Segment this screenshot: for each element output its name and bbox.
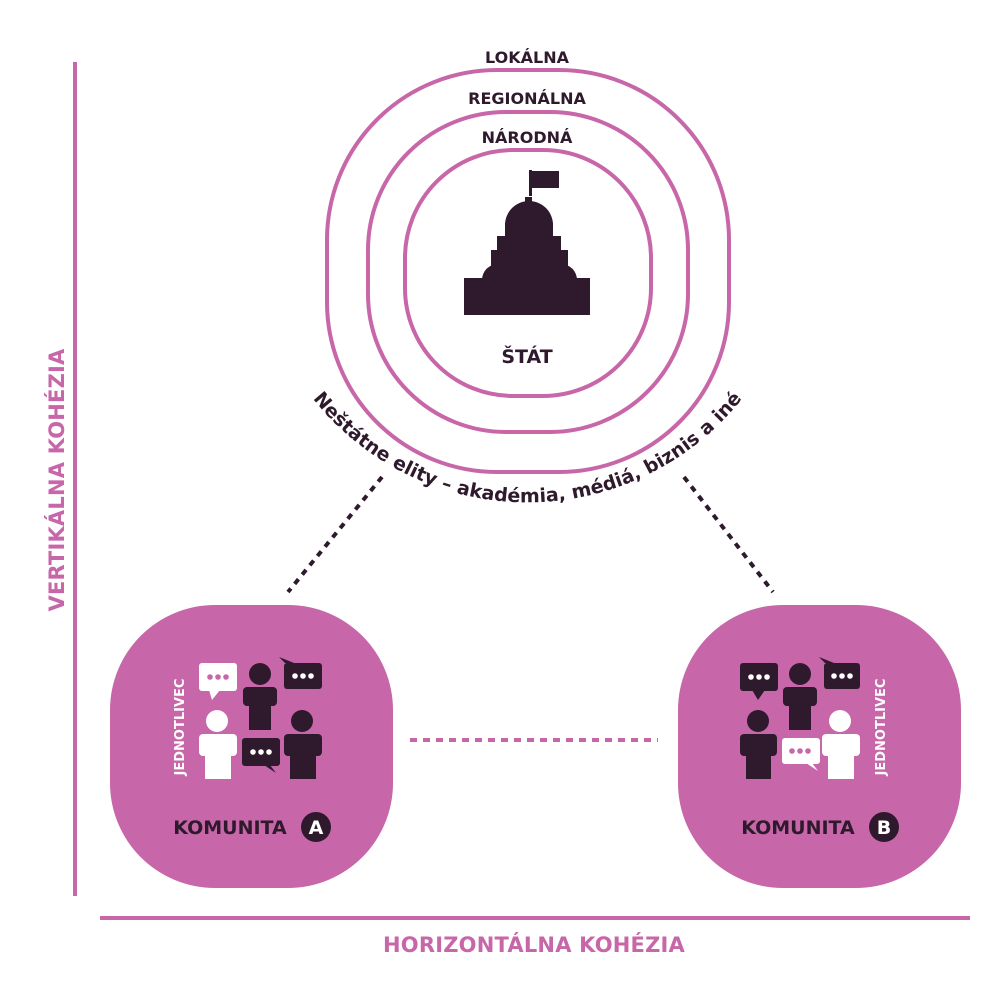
horizontal-axis-label: HORIZONTÁLNA KOHÉZIA [383,933,685,957]
side-label-jednotlivec: JEDNOTLIVEC [874,679,889,777]
ring-narodna [403,148,653,398]
speech-bubble-icon [782,738,820,771]
person-icon [740,710,777,779]
person-icon [822,710,860,779]
speech-bubble-icon [279,657,322,689]
side-label-jednotlivec: JEDNOTLIVEC [173,679,188,777]
community-badge-letter: A [309,817,324,839]
ring-label-regionalna: REGIONÁLNA [468,89,586,108]
person-icon [199,710,237,779]
connector-state-to-community-b [682,475,775,594]
ring-lokalna [325,68,731,474]
speech-bubble-icon [242,738,280,773]
ring-label-lokalna: LOKÁLNA [485,48,570,67]
person-icon [243,663,277,730]
community-a: JEDNOTLIVEC [110,605,393,888]
flag-icon [532,171,559,188]
community-label: KOMUNITA [173,817,287,839]
person-icon [284,710,322,779]
center-label-stat: ŠTÁT [501,344,552,368]
government-building-icon [464,170,590,315]
ring-label-narodna: NÁRODNÁ [482,128,573,147]
community-badge [301,812,331,842]
speech-bubble-icon [740,663,778,700]
ring-regionalna [366,110,690,434]
community-label: KOMUNITA [741,817,855,839]
horizontal-axis-line [100,916,970,920]
speech-bubble-icon [819,657,860,689]
community-badge [869,812,899,842]
community-b: JEDNOTLIVEC [678,605,961,888]
community-badge-letter: B [877,817,891,839]
vertical-axis-line [73,62,77,896]
connector-state-to-community-a [286,475,384,594]
speech-bubble-icon [199,663,237,700]
arc-label-nonstate-elites: Neštátne elity – akadémia, médiá, biznis… [309,388,746,508]
person-icon [783,663,817,730]
